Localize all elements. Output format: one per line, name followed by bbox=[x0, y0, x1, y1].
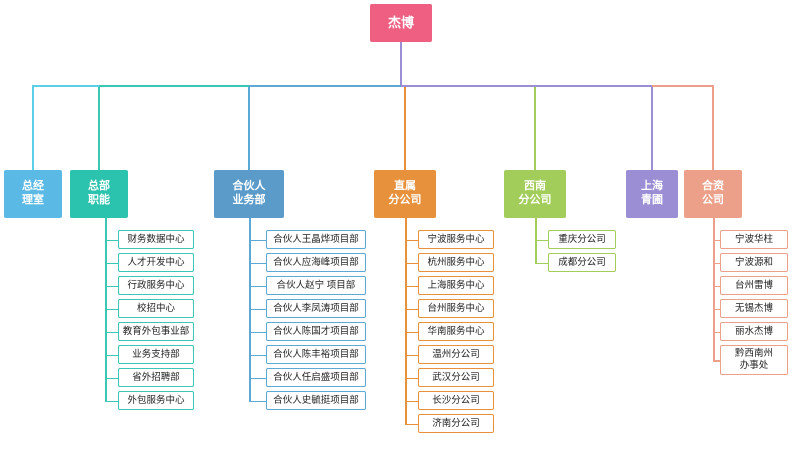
branch-spine-line-direct-branches bbox=[405, 218, 407, 424]
branch-node-shanghai-qingpu[interactable]: 上海 青圃 bbox=[626, 170, 678, 218]
leaf-node[interactable]: 杭州服务中心 bbox=[418, 253, 494, 272]
leaf-node[interactable]: 合伙人李凤涛项目部 bbox=[266, 299, 366, 318]
leaf-node[interactable]: 台州雷博 bbox=[720, 276, 788, 295]
leaf-elbow-line bbox=[249, 262, 266, 264]
leaf-elbow-line bbox=[405, 308, 418, 310]
leaf-node[interactable]: 无锡杰博 bbox=[720, 299, 788, 318]
leaf-node[interactable]: 合伙人陈丰裕项目部 bbox=[266, 345, 366, 364]
leaf-node[interactable]: 合伙人任启盛项目部 bbox=[266, 368, 366, 387]
bus-line-segment bbox=[405, 85, 535, 87]
branch-node-direct-branches[interactable]: 直属 分公司 bbox=[374, 170, 436, 218]
leaf-elbow-line bbox=[105, 239, 118, 241]
branch-drop-line-southwest-branch bbox=[534, 85, 536, 170]
leaf-elbow-line bbox=[405, 331, 418, 333]
leaf-elbow-line bbox=[405, 285, 418, 287]
leaf-node[interactable]: 济南分公司 bbox=[418, 414, 494, 433]
leaf-node[interactable]: 业务支持部 bbox=[118, 345, 194, 364]
leaf-elbow-line bbox=[105, 377, 118, 379]
leaf-elbow-line bbox=[713, 239, 720, 241]
leaf-elbow-line bbox=[105, 400, 118, 402]
leaf-node[interactable]: 宁波服务中心 bbox=[418, 230, 494, 249]
branch-drop-line-joint-venture bbox=[712, 85, 714, 170]
branch-node-joint-venture[interactable]: 合资 公司 bbox=[684, 170, 742, 218]
leaf-elbow-line bbox=[713, 360, 720, 362]
branch-drop-line-gm-office bbox=[32, 85, 34, 170]
leaf-elbow-line bbox=[105, 308, 118, 310]
leaf-elbow-line bbox=[249, 331, 266, 333]
leaf-node[interactable]: 财务数据中心 bbox=[118, 230, 194, 249]
leaf-node[interactable]: 省外招聘部 bbox=[118, 368, 194, 387]
leaf-node[interactable]: 重庆分公司 bbox=[548, 230, 616, 249]
branch-node-southwest-branch[interactable]: 西南 分公司 bbox=[504, 170, 566, 218]
leaf-elbow-line bbox=[405, 377, 418, 379]
leaf-node[interactable]: 合伙人王晶烨项目部 bbox=[266, 230, 366, 249]
branch-node-hq-functions[interactable]: 总部 职能 bbox=[70, 170, 128, 218]
leaf-node[interactable]: 合伙人赵宁 项目部 bbox=[266, 276, 366, 295]
leaf-elbow-line bbox=[713, 262, 720, 264]
leaf-node[interactable]: 成都分公司 bbox=[548, 253, 616, 272]
leaf-elbow-line bbox=[405, 400, 418, 402]
leaf-node[interactable]: 校招中心 bbox=[118, 299, 194, 318]
leaf-elbow-line bbox=[105, 331, 118, 333]
leaf-elbow-line bbox=[405, 239, 418, 241]
leaf-elbow-line bbox=[713, 285, 720, 287]
leaf-elbow-line bbox=[105, 354, 118, 356]
leaf-elbow-line bbox=[249, 239, 266, 241]
root-stem-line bbox=[400, 42, 402, 85]
leaf-node[interactable]: 宁波源和 bbox=[720, 253, 788, 272]
leaf-elbow-line bbox=[105, 285, 118, 287]
leaf-elbow-line bbox=[713, 331, 720, 333]
bus-line-segment bbox=[33, 85, 99, 87]
leaf-node[interactable]: 宁波华柱 bbox=[720, 230, 788, 249]
bus-line-segment bbox=[401, 85, 405, 87]
branch-drop-line-shanghai-qingpu bbox=[651, 85, 653, 170]
leaf-node[interactable]: 黔西南州 办事处 bbox=[720, 345, 788, 375]
leaf-elbow-line bbox=[105, 262, 118, 264]
leaf-elbow-line bbox=[405, 354, 418, 356]
branch-drop-line-direct-branches bbox=[404, 85, 406, 170]
leaf-elbow-line bbox=[249, 377, 266, 379]
leaf-elbow-line bbox=[249, 285, 266, 287]
leaf-node[interactable]: 行政服务中心 bbox=[118, 276, 194, 295]
branch-drop-line-partner-business bbox=[248, 85, 250, 170]
bus-line-segment bbox=[99, 85, 249, 87]
leaf-node[interactable]: 武汉分公司 bbox=[418, 368, 494, 387]
leaf-node[interactable]: 丽水杰博 bbox=[720, 322, 788, 341]
bus-line-segment bbox=[652, 85, 713, 87]
root-node[interactable]: 杰博 bbox=[370, 4, 432, 42]
leaf-elbow-line bbox=[249, 354, 266, 356]
leaf-node[interactable]: 台州服务中心 bbox=[418, 299, 494, 318]
leaf-node[interactable]: 人才开发中心 bbox=[118, 253, 194, 272]
leaf-elbow-line bbox=[535, 262, 548, 264]
branch-spine-line-joint-venture bbox=[713, 218, 715, 360]
leaf-node[interactable]: 合伙人应海峰项目部 bbox=[266, 253, 366, 272]
leaf-node[interactable]: 合伙人史毓挺项目部 bbox=[266, 391, 366, 410]
leaf-node[interactable]: 合伙人陈国才项目部 bbox=[266, 322, 366, 341]
branch-drop-line-hq-functions bbox=[98, 85, 100, 170]
leaf-elbow-line bbox=[405, 262, 418, 264]
leaf-node[interactable]: 外包服务中心 bbox=[118, 391, 194, 410]
leaf-elbow-line bbox=[249, 308, 266, 310]
branch-node-gm-office[interactable]: 总经 理室 bbox=[4, 170, 62, 218]
leaf-node[interactable]: 温州分公司 bbox=[418, 345, 494, 364]
bus-line-segment bbox=[249, 85, 401, 87]
branch-node-partner-business[interactable]: 合伙人 业务部 bbox=[214, 170, 284, 218]
leaf-node[interactable]: 长沙分公司 bbox=[418, 391, 494, 410]
leaf-elbow-line bbox=[249, 400, 266, 402]
bus-line-segment bbox=[535, 85, 652, 87]
leaf-elbow-line bbox=[535, 239, 548, 241]
leaf-elbow-line bbox=[713, 308, 720, 310]
leaf-node[interactable]: 教育外包事业部 bbox=[118, 322, 194, 341]
leaf-node[interactable]: 华南服务中心 bbox=[418, 322, 494, 341]
leaf-elbow-line bbox=[405, 423, 418, 425]
leaf-node[interactable]: 上海服务中心 bbox=[418, 276, 494, 295]
